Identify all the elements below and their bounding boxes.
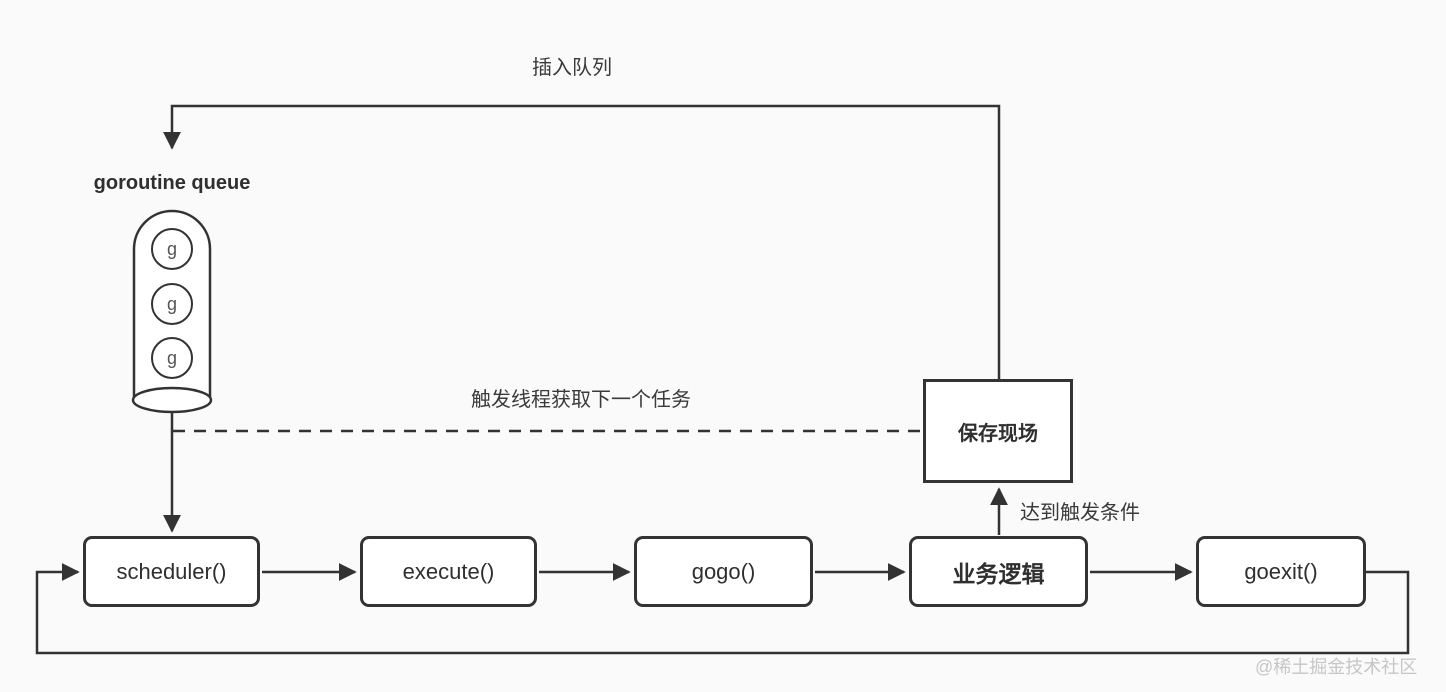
queue-title: goroutine queue <box>93 172 251 194</box>
insert-queue-label: 插入队列 <box>532 57 612 79</box>
goroutine-item: g <box>151 228 193 270</box>
arrow-save-to-queue-insert <box>163 104 1001 379</box>
watermark: @稀土掘金技术社区 <box>1255 657 1418 677</box>
node-save-context: 保存现场 <box>923 379 1073 483</box>
loop-goexit-to-scheduler <box>35 563 1410 655</box>
node-gogo: gogo() <box>634 536 813 607</box>
trigger-condition-label: 达到触发条件 <box>1020 502 1140 524</box>
node-scheduler: scheduler() <box>83 536 260 607</box>
trigger-next-task-label: 触发线程获取下一个任务 <box>471 389 691 411</box>
goroutine-item: g <box>151 283 193 325</box>
goroutine-item: g <box>151 337 193 379</box>
queue-cylinder-bottom <box>131 386 213 414</box>
node-goexit: goexit() <box>1196 536 1366 607</box>
node-execute: execute() <box>360 536 537 607</box>
node-business-logic: 业务逻辑 <box>909 536 1088 607</box>
